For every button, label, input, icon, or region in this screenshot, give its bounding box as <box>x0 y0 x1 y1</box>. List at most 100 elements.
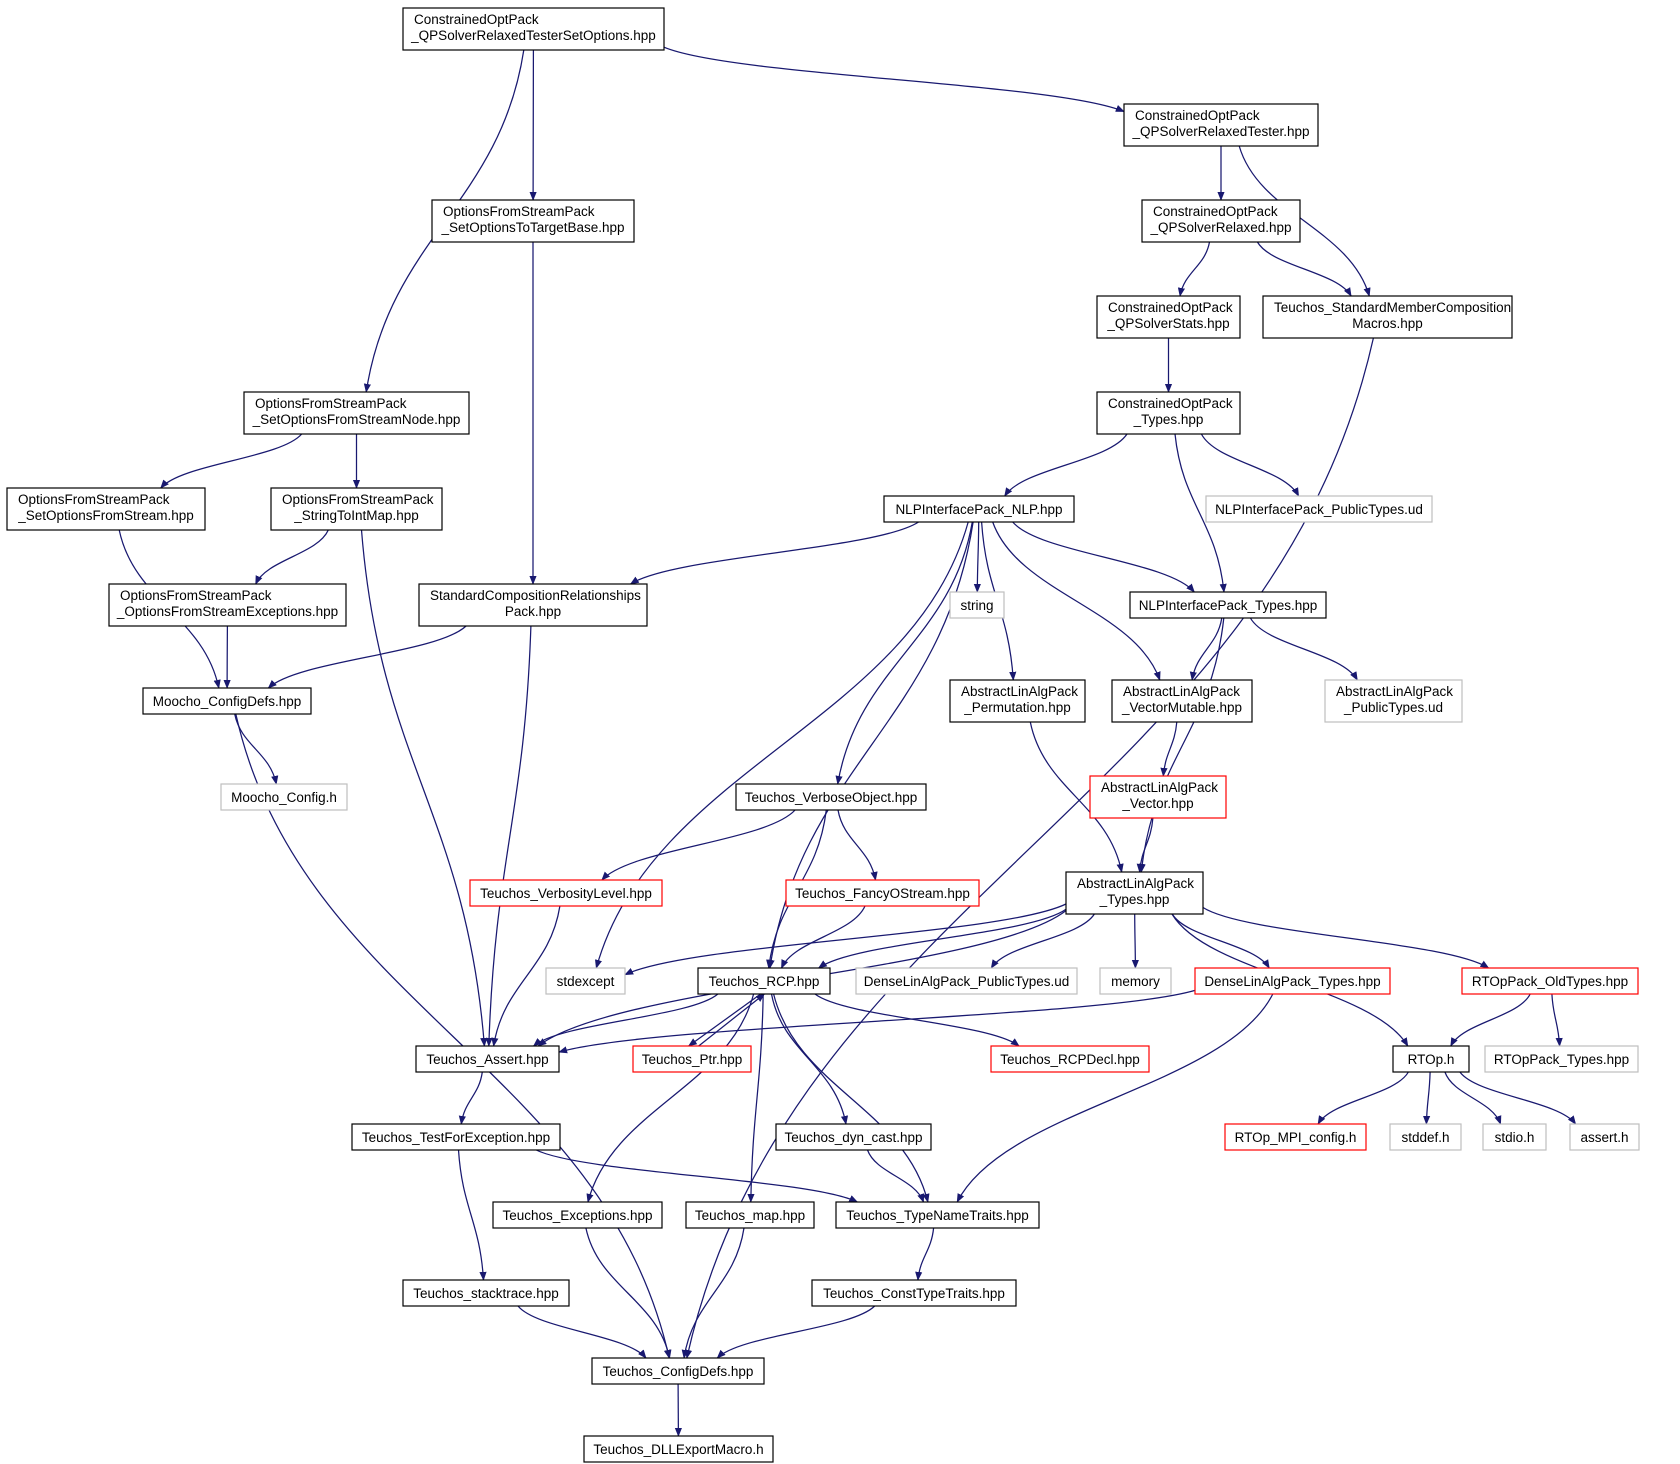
node-label: Teuchos_stacktrace.hpp <box>413 1286 559 1301</box>
edge-rcp-to-assert <box>532 993 719 1047</box>
node-cop-types[interactable]: ConstrainedOptPack_Types.hpp <box>1096 391 1241 435</box>
edge-path <box>517 1305 647 1359</box>
node-assert-h: assert.h <box>1569 1123 1640 1151</box>
edge-rtop_old-to-rtop_h <box>1450 993 1531 1047</box>
node-map[interactable]: Teuchos_map.hpp <box>685 1201 815 1229</box>
node-setopt-node[interactable]: OptionsFromStreamPack_SetOptionsFromStre… <box>243 391 470 435</box>
node-alap-vec[interactable]: AbstractLinAlgPack_Vector.hpp <box>1089 775 1227 819</box>
node-verbosity[interactable]: Teuchos_VerbosityLevel.hpp <box>469 879 663 907</box>
node-alap-types[interactable]: AbstractLinAlgPack_Types.hpp <box>1065 871 1204 915</box>
edge-path <box>586 993 755 1203</box>
node-vecmut[interactable]: AbstractLinAlgPack_VectorMutable.hpp <box>1111 679 1253 723</box>
node-box <box>855 967 1078 995</box>
node-rtop-old[interactable]: RTOpPack_OldTypes.hpp <box>1461 967 1639 995</box>
node-label: AbstractLinAlgPack <box>1336 684 1453 699</box>
node-label: RTOp.h <box>1408 1052 1455 1067</box>
node-perm[interactable]: AbstractLinAlgPack_Permutation.hpp <box>949 679 1086 723</box>
node-label: NLPInterfacePack_PublicTypes.ud <box>1215 502 1423 517</box>
edge-cop_types-to-nlp <box>1004 433 1128 497</box>
node-exceptions[interactable]: Teuchos_Exceptions.hpp <box>492 1201 663 1229</box>
node-box <box>949 591 1005 619</box>
node-box <box>1224 1123 1367 1151</box>
node-stats[interactable]: ConstrainedOptPack_QPSolverStats.hpp <box>1096 295 1241 339</box>
node-ptr[interactable]: Teuchos_Ptr.hpp <box>632 1045 752 1073</box>
node-root[interactable]: ConstrainedOptPack_QPSolverRelaxedTester… <box>402 7 665 51</box>
node-tester[interactable]: ConstrainedOptPack_QPSolverRelaxedTester… <box>1123 103 1319 147</box>
edge-ctt-to-teuchos_cfg <box>716 1305 876 1359</box>
edge-path <box>1136 817 1154 873</box>
node-label: RTOp_MPI_config.h <box>1235 1130 1357 1145</box>
node-label: _Vector.hpp <box>1121 796 1193 811</box>
node-box <box>785 879 980 907</box>
node-label: DenseLinAlgPack_Types.hpp <box>1204 974 1380 989</box>
edge-path <box>234 713 279 785</box>
node-box <box>1123 103 1319 147</box>
edge-path <box>1459 1071 1577 1125</box>
node-assert[interactable]: Teuchos_Assert.hpp <box>415 1045 560 1073</box>
node-rtop-h[interactable]: RTOp.h <box>1392 1045 1470 1073</box>
node-box <box>990 1045 1150 1073</box>
edge-path <box>629 521 919 585</box>
node-label: OptionsFromStreamPack <box>255 396 407 411</box>
node-label: NLPInterfacePack_NLP.hpp <box>895 502 1062 517</box>
node-box <box>418 583 648 627</box>
edge-path <box>160 433 303 489</box>
node-nlp-types[interactable]: NLPInterfacePack_Types.hpp <box>1129 591 1327 619</box>
node-label: _QPSolverRelaxedTester.hpp <box>1131 124 1309 139</box>
node-ofs-exc[interactable]: OptionsFromStreamPack_OptionsFromStreamE… <box>108 583 347 627</box>
node-label: _Types.hpp <box>1099 892 1170 907</box>
node-rcp[interactable]: Teuchos_RCP.hpp <box>697 967 831 995</box>
node-box <box>1096 295 1241 339</box>
node-setopt-target[interactable]: OptionsFromStreamPack_SetOptionsToTarget… <box>431 199 635 243</box>
node-verbose[interactable]: Teuchos_VerboseObject.hpp <box>735 783 927 811</box>
edge-rcp-to-map <box>747 993 764 1203</box>
node-str2int[interactable]: OptionsFromStreamPack_StringToIntMap.hpp <box>270 487 443 531</box>
node-dll[interactable]: Teuchos_DLLExportMacro.h <box>583 1435 774 1463</box>
node-box <box>1099 967 1172 995</box>
node-tfe[interactable]: Teuchos_TestForException.hpp <box>351 1123 561 1151</box>
node-label: Teuchos_map.hpp <box>695 1208 805 1223</box>
node-box <box>1262 295 1513 339</box>
node-teuchos-cfg[interactable]: Teuchos_ConfigDefs.hpp <box>591 1357 765 1385</box>
node-label: Moocho_Config.h <box>231 790 337 805</box>
node-box <box>1065 871 1204 915</box>
node-label: _QPSolverRelaxedTesterSetOptions.hpp <box>410 28 656 43</box>
edge-path <box>716 1305 876 1359</box>
node-relaxed[interactable]: ConstrainedOptPack_QPSolverRelaxed.hpp <box>1141 199 1301 243</box>
node-stacktrace[interactable]: Teuchos_stacktrace.hpp <box>402 1279 570 1307</box>
node-moocho-cfg[interactable]: Moocho_ConfigDefs.hpp <box>142 687 312 715</box>
edge-tnt-to-ctt <box>915 1227 935 1281</box>
node-nlp[interactable]: NLPInterfacePack_NLP.hpp <box>883 495 1075 523</box>
edge-path <box>915 1227 935 1281</box>
edge-dla_types-to-tnt <box>956 993 1274 1203</box>
node-tnt[interactable]: Teuchos_TypeNameTraits.hpp <box>835 1201 1040 1229</box>
node-ctt[interactable]: Teuchos_ConstTypeTraits.hpp <box>811 1279 1017 1307</box>
node-fancy[interactable]: Teuchos_FancyOStream.hpp <box>785 879 980 907</box>
edge-path <box>837 809 878 881</box>
edge-alap_types-to-stdexcept <box>624 903 1067 976</box>
node-box <box>632 1045 752 1073</box>
node-box <box>1089 775 1227 819</box>
edge-nlp-to-string <box>973 521 981 593</box>
node-box <box>697 967 831 995</box>
node-smc[interactable]: Teuchos_StandardMemberCompositionMacros.… <box>1262 295 1513 339</box>
edge-path <box>687 993 762 1047</box>
node-box <box>1324 679 1463 723</box>
node-box <box>492 1201 663 1229</box>
edge-nlp-to-verbose <box>835 521 973 785</box>
node-layer: ConstrainedOptPack_QPSolverRelaxedTester… <box>6 7 1640 1463</box>
node-dyncast[interactable]: Teuchos_dyn_cast.hpp <box>775 1123 932 1151</box>
node-setopt-stream[interactable]: OptionsFromStreamPack_SetOptionsFromStre… <box>6 487 206 531</box>
node-rtop-mpi[interactable]: RTOp_MPI_config.h <box>1224 1123 1367 1151</box>
node-dla-pub: DenseLinAlgPack_PublicTypes.ud <box>855 967 1078 995</box>
edge-nlp_types-to-alap_types <box>1138 617 1225 873</box>
node-rcpdecl[interactable]: Teuchos_RCPDecl.hpp <box>990 1045 1150 1073</box>
node-label: ConstrainedOptPack <box>1135 108 1260 123</box>
node-label: ConstrainedOptPack <box>414 12 539 27</box>
edge-str2int-to-assert <box>360 529 488 1047</box>
edge-dyncast-to-tnt <box>866 1149 925 1203</box>
node-box <box>1194 967 1391 995</box>
node-label: OptionsFromStreamPack <box>443 204 595 219</box>
node-dla-types[interactable]: DenseLinAlgPack_Types.hpp <box>1194 967 1391 995</box>
